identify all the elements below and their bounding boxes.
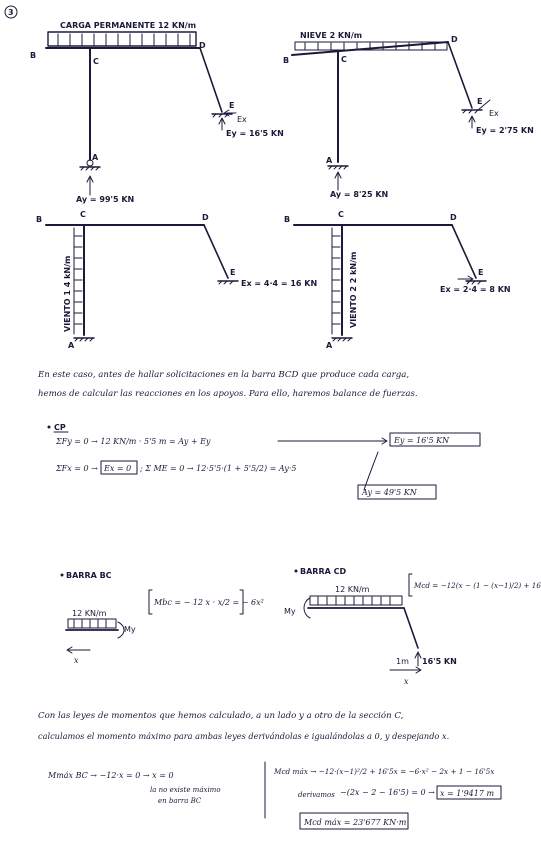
barra-bc-formula: Mbc = − 12 x · x/2 = − 6x²: [153, 598, 264, 607]
frame1-ey: Ey = 16'5 KN: [226, 129, 284, 138]
barra-cd-force: 16'5 KN: [422, 657, 457, 666]
cp-eq1: ΣFy = 0 → 12 KN/m · 5'5 m = Ay + Ey: [55, 437, 211, 446]
frame2-node-e: E: [477, 97, 482, 106]
bc-max-note1: la no existe máximo: [150, 786, 221, 794]
barra-cd-dim: 1m: [396, 657, 409, 666]
barra-bc-heading: BARRA BC: [66, 571, 112, 580]
cp-eq2-rest: ; Σ ME = 0 → 12·5'5·(1 + 5'5/2) = Ay·5: [139, 464, 296, 473]
frame2-node-a: A: [326, 156, 333, 165]
frame4-node-a: A: [326, 341, 333, 350]
cd-max-m: Mcd máx = 23'677 KN·m: [303, 818, 407, 827]
frame3-node-b: B: [36, 215, 42, 224]
frame-snow-load: NIEVE 2 KN/m B C D E Ex Ey = 2'75 KN A A…: [283, 31, 534, 199]
cp-section: CP ΣFy = 0 → 12 KN/m · 5'5 m = Ay + Ey E…: [47, 423, 481, 500]
barra-cd-heading: BARRA CD: [300, 567, 346, 576]
barra-cd-load: 12 KN/m: [335, 585, 370, 594]
frame-dead-load: CARGA PERMANENTE 12 KN/m B C D E Ex Ey =…: [30, 21, 284, 204]
frame2-load-label: NIEVE 2 KN/m: [300, 31, 362, 40]
frame-wind-1: VIENTO 1 4 kN/m B C D E Ex = 4·4 = 16 KN…: [36, 210, 317, 350]
frame3-node-e: E: [230, 268, 235, 277]
cp-heading: CP: [54, 423, 66, 432]
frame-wind-2: VIENTO 2 2 kN/m B C D E Ex = 2·4 = 8 KN …: [284, 210, 511, 350]
frame3-load-label: VIENTO 1 4 kN/m: [63, 256, 72, 332]
frame1-node-b: B: [30, 51, 36, 60]
frame4-ex: Ex = 2·4 = 8 KN: [440, 285, 511, 294]
cp-ex-result: Ex = 0: [103, 464, 131, 473]
cp-ay-result: Ay = 49'5 KN: [361, 488, 418, 497]
frame2-ey: Ey = 2'75 KN: [476, 126, 534, 135]
frame2-node-b: B: [283, 56, 289, 65]
frame4-node-b: B: [284, 215, 290, 224]
cd-max-x: x = 1'9417 m: [440, 789, 494, 798]
barra-bc-moment: My: [124, 625, 136, 634]
intro-line-2: hemos de calcular las reacciones en los …: [38, 389, 418, 399]
conclusion-line-1: Con las leyes de momentos que hemos calc…: [38, 711, 404, 721]
frame2-node-d: D: [451, 35, 458, 44]
frame4-node-c: C: [338, 210, 344, 219]
frame1-node-c: C: [93, 57, 99, 66]
barra-bc-section: BARRA BC 12 KN/m My x Mbc = − 12 x · x/2…: [60, 571, 264, 665]
frame1-ay: Ay = 99'5 KN: [76, 195, 134, 204]
conclusion-line-2: calculamos el momento máximo para ambas …: [38, 731, 450, 741]
cd-max-eq1: Mcd máx → −12·(x−1)²/2 + 16'5x = −6·x² −…: [273, 767, 495, 776]
max-moment-section: Mmáx BC → −12·x = 0 → x = 0 la no existe…: [47, 761, 502, 830]
barra-cd-section: BARRA CD 12 KN/m My 1m 16'5 KN x Mcd = −…: [284, 567, 541, 686]
intro-line-1: En este caso, antes de hallar solicitaci…: [38, 370, 410, 380]
barra-cd-moment: My: [284, 607, 296, 616]
frame1-ex: Ex: [237, 115, 247, 124]
frame1-node-e: E: [229, 101, 234, 110]
frame4-node-e: E: [478, 268, 483, 277]
frame1-node-d: D: [199, 41, 206, 50]
frame2-node-c: C: [341, 55, 347, 64]
frame1-node-a: A: [92, 153, 99, 162]
frame3-node-d: D: [202, 213, 209, 222]
barra-cd-axis: x: [404, 677, 409, 686]
barra-cd-formula: Mcd = −12(x − (1 − (x−1)/2) + 16'5x): [413, 581, 541, 590]
cp-ey-result: Ey = 16'5 KN: [393, 436, 450, 445]
bc-max-note2: en barra BC: [158, 797, 202, 805]
cp-eq2: ΣFx = 0 →: [55, 464, 98, 473]
bc-max-eq: Mmáx BC → −12·x = 0 → x = 0: [47, 771, 174, 780]
page-number-text: 3: [8, 8, 14, 17]
cd-max-deriv: derivamos: [298, 791, 335, 799]
frame4-node-d: D: [450, 213, 457, 222]
cd-max-eq2: −(2x − 2 − 16'5) = 0 →: [340, 788, 435, 797]
frame3-node-c: C: [80, 210, 86, 219]
frame4-load-label: VIENTO 2 2 kN/m: [349, 252, 358, 328]
barra-bc-axis: x: [74, 656, 79, 665]
frame3-ex: Ex = 4·4 = 16 KN: [241, 279, 317, 288]
frame1-load-label: CARGA PERMANENTE 12 KN/m: [60, 21, 196, 30]
page-number: 3: [4, 5, 18, 19]
frame3-node-a: A: [68, 341, 75, 350]
frame2-ex: Ex: [489, 109, 499, 118]
frame2-ay: Ay = 8'25 KN: [330, 190, 388, 199]
barra-bc-load: 12 KN/m: [72, 609, 107, 618]
